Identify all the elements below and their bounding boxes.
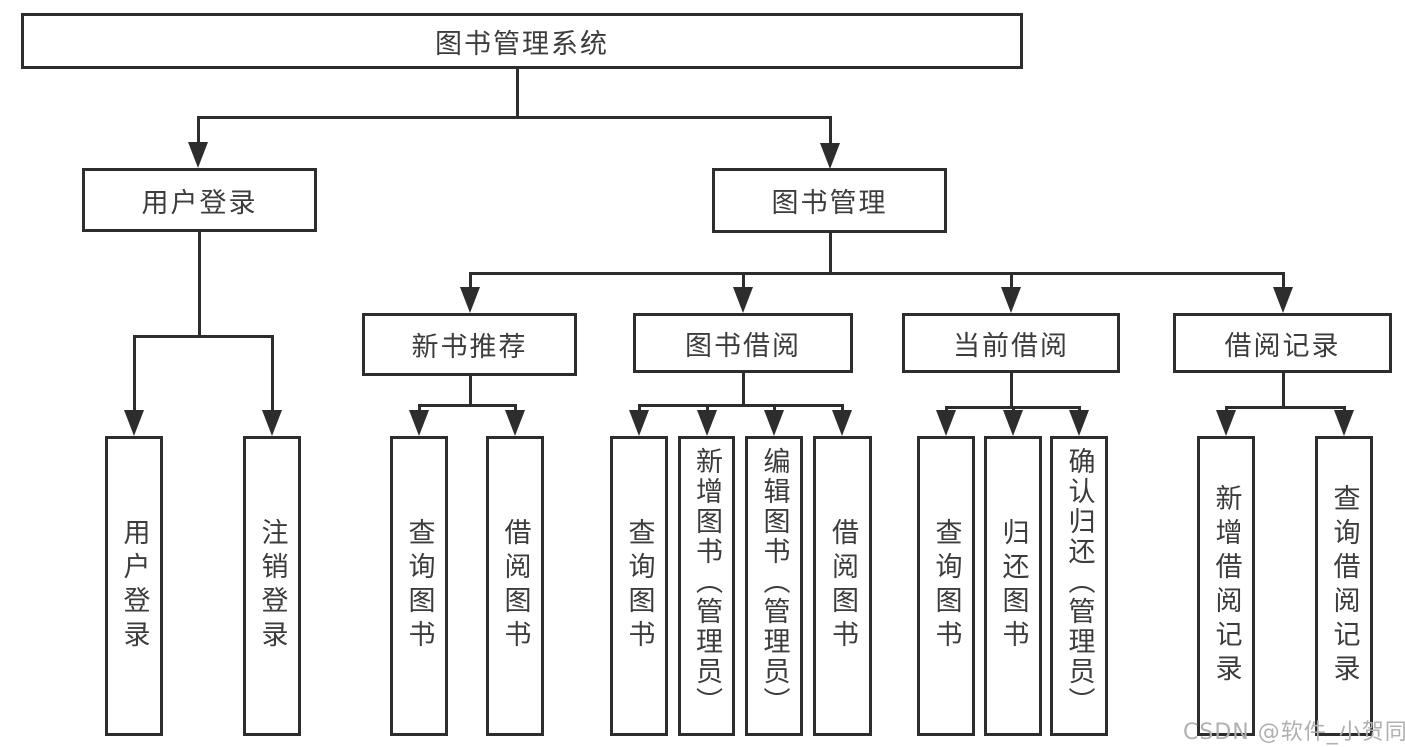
arrow-down-icon: [764, 410, 784, 436]
node-book-management-label: 图书管理: [771, 188, 888, 219]
leaf-cb-return-books-label: 归还图书: [997, 518, 1029, 654]
connector-line: [829, 116, 832, 145]
leaf-nb-query-books-label: 查询图书: [403, 518, 435, 654]
connector-line: [773, 404, 776, 414]
leaf-bb-borrow-books: 借阅图书: [813, 436, 872, 736]
node-root-label: 图书管理系统: [435, 28, 609, 60]
arrow-down-icon: [733, 287, 753, 313]
leaf-user-login-label: 用户登录: [118, 518, 150, 654]
connector-line: [1282, 272, 1285, 290]
connector-line: [133, 335, 136, 413]
connector-line: [1010, 373, 1013, 408]
arrow-down-icon: [409, 410, 429, 436]
leaf-br-query-records-label: 查询借阅记录: [1328, 484, 1360, 688]
node-book-management: 图书管理: [712, 168, 947, 233]
node-user-login-label: 用户登录: [141, 187, 258, 219]
leaf-br-add-records-label: 新增借阅记录: [1210, 484, 1242, 688]
arrow-down-icon: [460, 287, 480, 313]
arrow-down-icon: [1069, 410, 1089, 436]
connector-line: [829, 233, 832, 274]
node-book-borrowing-label: 图书借阅: [685, 330, 801, 362]
leaf-bb-query-books-label: 查询图书: [623, 518, 655, 654]
connector-line: [271, 335, 274, 413]
arrow-down-icon: [832, 410, 852, 436]
node-book-borrowing: 图书借阅: [633, 313, 853, 373]
connector-line: [638, 404, 641, 414]
node-new-book-recommend-label: 新书推荐: [411, 332, 528, 363]
arrow-down-icon: [188, 142, 208, 168]
leaf-bb-edit-books-admin: 编辑图书（管理员）: [745, 436, 803, 736]
leaf-bb-edit-books-admin-label: 编辑图书（管理员）: [758, 447, 790, 717]
arrow-down-icon: [1273, 287, 1293, 313]
connector-line: [742, 272, 745, 291]
node-borrowing-records-label: 借阅记录: [1224, 330, 1341, 362]
leaf-cb-query-books: 查询图书: [917, 436, 975, 736]
connector-line: [469, 272, 1285, 275]
arrow-down-icon: [629, 410, 649, 436]
arrow-down-icon: [505, 410, 525, 436]
connector-line: [514, 404, 517, 414]
node-borrowing-records: 借阅记录: [1173, 313, 1392, 373]
node-new-book-recommend: 新书推荐: [362, 313, 577, 376]
arrow-down-icon: [262, 410, 282, 436]
connector-line: [418, 404, 421, 414]
leaf-user-login: 用户登录: [105, 436, 163, 736]
leaf-bb-query-books: 查询图书: [610, 436, 668, 736]
node-current-borrowing: 当前借阅: [902, 313, 1120, 373]
leaf-br-query-records: 查询借阅记录: [1315, 436, 1373, 736]
connector-line: [469, 272, 472, 290]
leaf-bb-add-books-admin-label: 新增图书（管理员）: [691, 447, 723, 717]
connector-line: [638, 404, 844, 407]
connector-line: [1282, 373, 1285, 408]
leaf-cb-query-books-label: 查询图书: [930, 518, 962, 654]
connector-line: [469, 376, 472, 406]
leaf-nb-borrow-books-label: 借阅图书: [499, 518, 531, 654]
leaf-logout-label: 注销登录: [256, 518, 288, 654]
connector-line: [133, 335, 274, 338]
leaf-cb-confirm-return-admin-label: 确认归还（管理员）: [1063, 447, 1095, 717]
leaf-nb-query-books: 查询图书: [390, 436, 448, 736]
leaf-nb-borrow-books: 借阅图书: [486, 436, 544, 736]
arrow-down-icon: [1001, 287, 1021, 313]
leaf-cb-confirm-return-admin: 确认归还（管理员）: [1050, 436, 1108, 736]
arrow-down-icon: [1003, 410, 1023, 436]
connector-line: [1010, 272, 1013, 290]
leaf-bb-borrow-books-label: 借阅图书: [827, 518, 859, 654]
node-root: 图书管理系统: [21, 13, 1023, 69]
connector-line: [706, 404, 709, 414]
connector-line: [516, 69, 519, 118]
connector-line: [197, 116, 200, 144]
arrow-down-icon: [697, 410, 717, 436]
arrow-down-icon: [936, 410, 956, 436]
connector-line: [197, 116, 832, 119]
leaf-bb-add-books-admin: 新增图书（管理员）: [678, 436, 735, 736]
arrow-down-icon: [1334, 410, 1354, 436]
arrow-down-icon: [1216, 410, 1236, 436]
leaf-logout: 注销登录: [243, 436, 301, 736]
node-current-borrowing-label: 当前借阅: [953, 330, 1069, 362]
connector-line: [198, 232, 201, 337]
leaf-cb-return-books: 归还图书: [984, 436, 1042, 736]
leaf-br-add-records: 新增借阅记录: [1197, 436, 1255, 736]
arrow-down-icon: [820, 143, 840, 169]
connector-line: [841, 404, 844, 414]
connector-line: [1225, 406, 1345, 409]
connector-line: [742, 373, 745, 406]
connector-line: [418, 404, 517, 407]
csdn-watermark: CSDN @软件_小贺同学: [1183, 720, 1405, 745]
arrow-down-icon: [124, 410, 144, 436]
node-user-login: 用户登录: [82, 168, 317, 232]
